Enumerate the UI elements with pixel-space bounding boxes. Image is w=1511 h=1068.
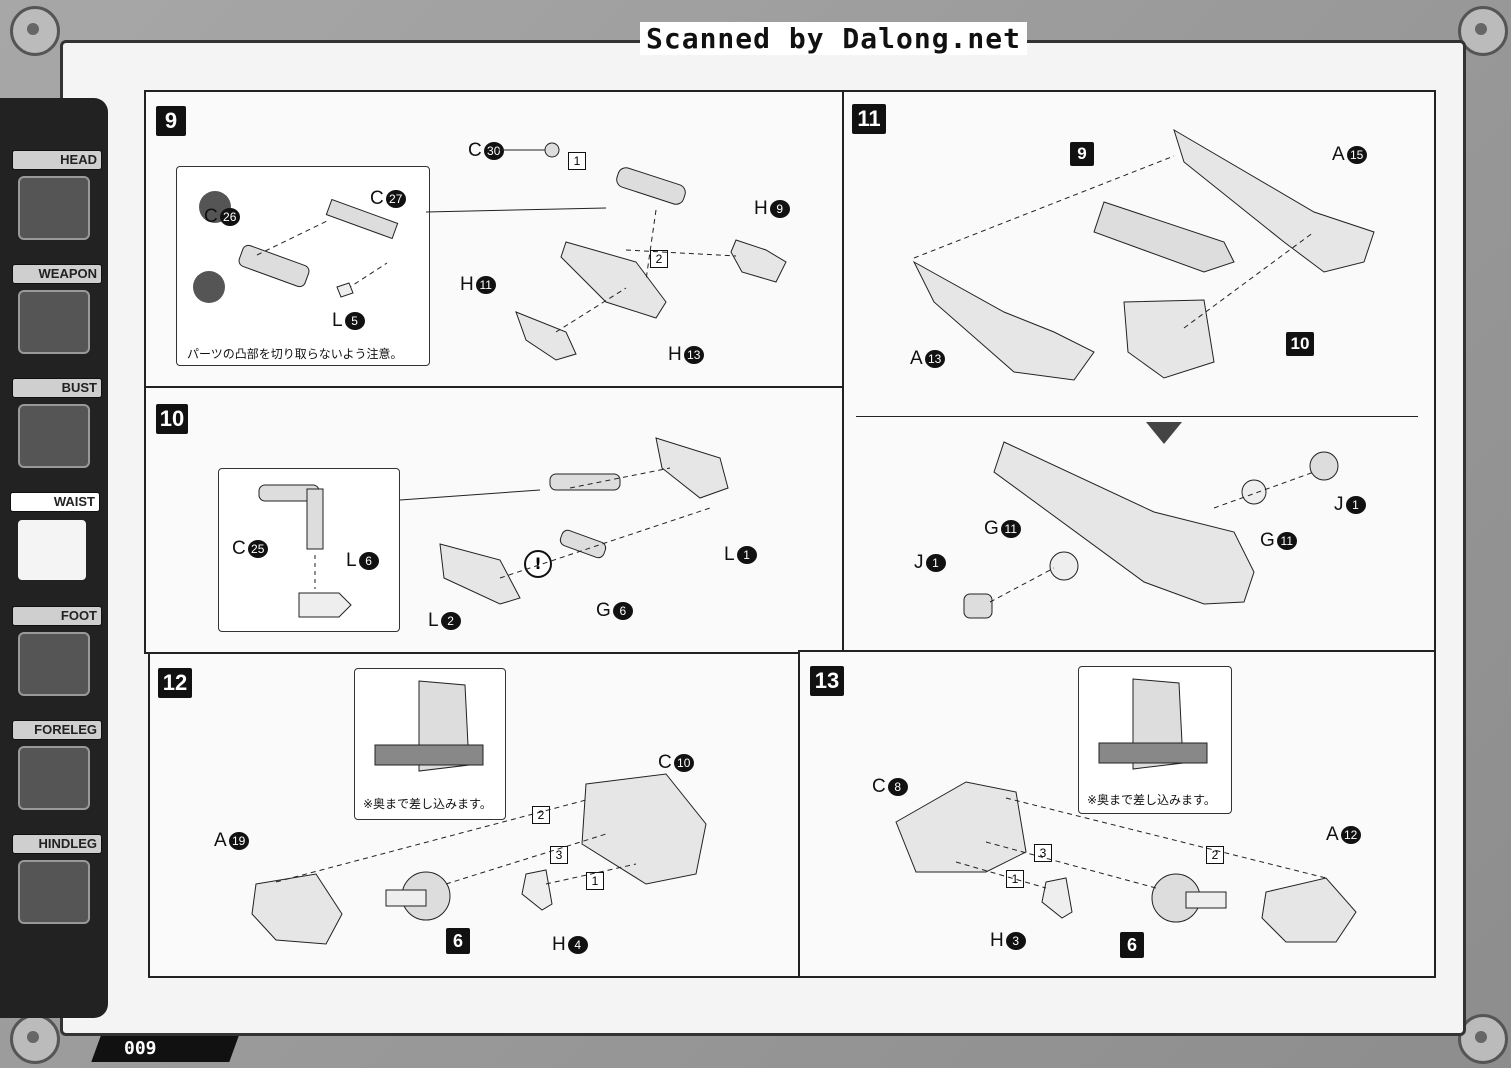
part-drawing (374, 680, 484, 772)
part-drawing (963, 441, 1339, 619)
detail-inset: パーツの凸部を切り取らないよう注意。 (176, 166, 430, 366)
order-marker: 3 (550, 846, 568, 864)
page-number: 009 (91, 1036, 239, 1062)
step-number: 13 (810, 666, 844, 696)
corner-gear-icon (10, 6, 60, 56)
sub-assembly-ref: 9 (1070, 142, 1094, 166)
sidebar-item-label: FOOT (12, 606, 102, 626)
sub-assembly-ref: 6 (446, 928, 470, 954)
sidebar-item-foreleg[interactable]: FORELEG (12, 720, 102, 822)
part-drawing (193, 191, 399, 303)
part-drawing (912, 128, 1375, 381)
caution-icon: ! (524, 550, 552, 578)
sidebar-item-head[interactable]: HEAD (12, 150, 102, 252)
sidebar-item-waist[interactable]: WAIST (10, 492, 100, 594)
hindleg-icon (18, 860, 90, 924)
sidebar-item-hindleg[interactable]: HINDLEG (12, 834, 102, 936)
order-marker: 1 (586, 872, 604, 890)
part-drawing (426, 142, 787, 361)
corner-gear-icon (10, 1014, 60, 1064)
section-sidebar: HEAD WEAPON BUST WAIST FOOT FORELEG HIND… (0, 98, 108, 1018)
step-number: 12 (158, 668, 192, 698)
caution-note: パーツの凸部を切り取らないよう注意。 (187, 347, 403, 361)
sidebar-item-bust[interactable]: BUST (12, 378, 102, 480)
order-marker: 2 (1206, 846, 1224, 864)
scan-watermark: Scanned by Dalong.net (640, 22, 1028, 55)
order-marker: 1 (568, 152, 586, 170)
insertion-note: ※奥まで差し込みます。 (363, 797, 492, 811)
order-marker: 2 (532, 806, 550, 824)
sidebar-item-label: WAIST (10, 492, 100, 512)
corner-gear-icon (1458, 6, 1508, 56)
foot-icon (18, 632, 90, 696)
step-number: 10 (156, 404, 188, 434)
part-drawing (400, 437, 729, 605)
step-number: 9 (156, 106, 186, 136)
sidebar-item-weapon[interactable]: WEAPON (12, 264, 102, 366)
sub-assembly-ref: 6 (1120, 932, 1144, 958)
sidebar-item-label: WEAPON (12, 264, 102, 284)
order-marker: 2 (650, 250, 668, 268)
sidebar-item-label: HEAD (12, 150, 102, 170)
sub-assembly-ref: 10 (1286, 332, 1314, 356)
detail-inset: ※奥まで差し込みます。 (1078, 666, 1232, 814)
waist-icon (16, 518, 88, 582)
weapon-icon (18, 290, 90, 354)
bust-icon (18, 404, 90, 468)
part-drawing (258, 484, 352, 618)
sidebar-item-label: BUST (12, 378, 102, 398)
sidebar-item-foot[interactable]: FOOT (12, 606, 102, 708)
part-drawing (895, 781, 1357, 943)
part-drawing (251, 773, 707, 945)
order-marker: 1 (1006, 870, 1024, 888)
section-divider (856, 416, 1418, 417)
step-number: 11 (852, 104, 886, 134)
corner-gear-icon (1458, 1014, 1508, 1064)
foreleg-icon (18, 746, 90, 810)
down-arrow-icon (1146, 422, 1182, 444)
insertion-note: ※奥まで差し込みます。 (1087, 793, 1216, 807)
sidebar-item-label: HINDLEG (12, 834, 102, 854)
part-drawing (1098, 678, 1208, 770)
head-icon (18, 176, 90, 240)
order-marker: 3 (1034, 844, 1052, 862)
detail-inset: ※奥まで差し込みます。 (354, 668, 506, 820)
sidebar-item-label: FORELEG (12, 720, 102, 740)
